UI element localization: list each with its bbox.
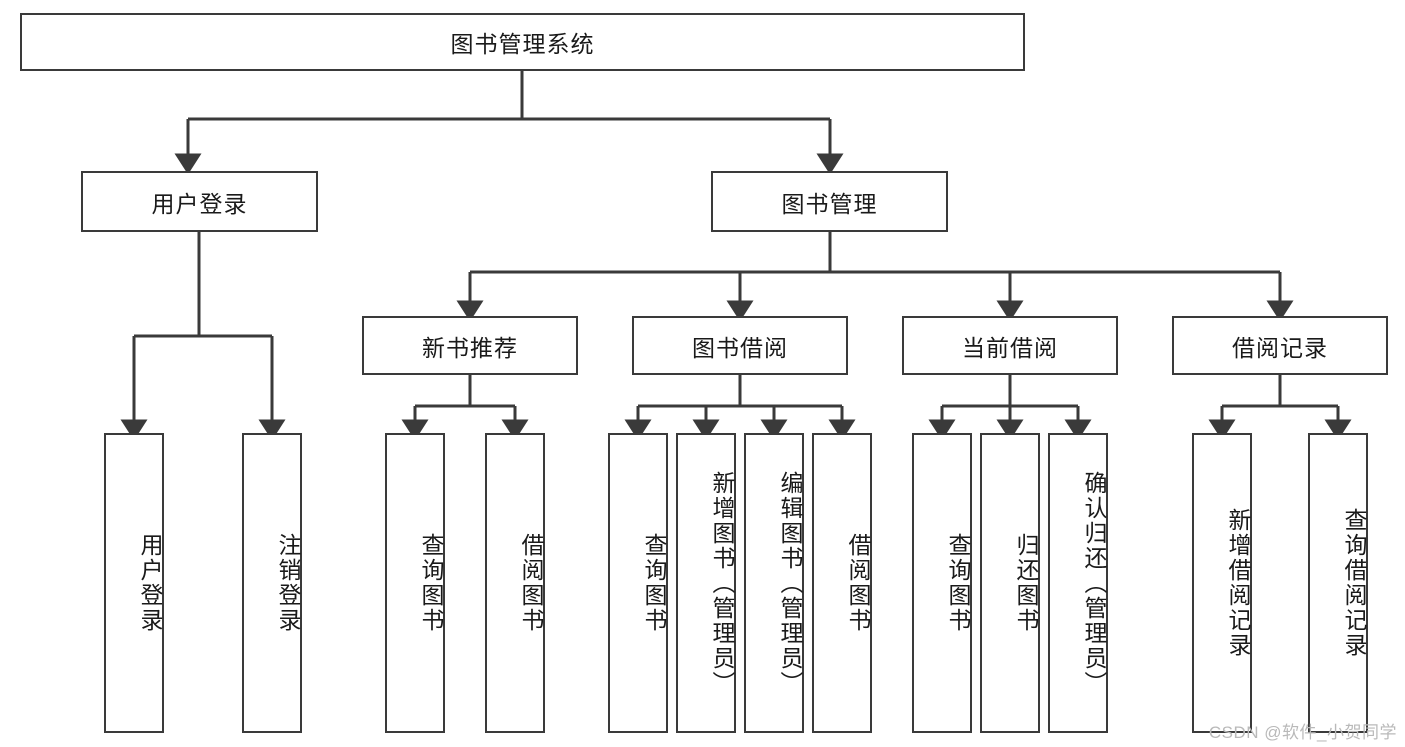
- node-label: 借阅图书: [518, 533, 544, 633]
- node-label: 图书管理系统: [450, 31, 595, 57]
- node-label: 借阅记录: [1232, 334, 1328, 361]
- node-new-book-recommend[interactable]: 新书推荐: [362, 316, 578, 375]
- leaf-add-borrow-record[interactable]: 新增借阅记录: [1192, 433, 1252, 733]
- node-label: 图书借阅: [692, 334, 788, 361]
- leaf-return-book[interactable]: 归还图书: [980, 433, 1040, 733]
- node-book-management[interactable]: 图书管理: [711, 171, 948, 232]
- node-label: 新增借阅记录: [1225, 508, 1251, 658]
- leaf-logout[interactable]: 注销登录: [242, 433, 302, 733]
- node-label: 用户登录: [137, 533, 163, 633]
- leaf-confirm-return-admin[interactable]: 确认归还（管理员）: [1048, 433, 1108, 733]
- leaf-add-book-admin[interactable]: 新增图书（管理员）: [676, 433, 736, 733]
- node-label: 借阅图书: [845, 533, 871, 633]
- node-label: 查询图书: [641, 533, 667, 633]
- leaf-borrow-book-recommend[interactable]: 借阅图书: [485, 433, 545, 733]
- node-label: 注销登录: [275, 533, 301, 633]
- leaf-borrow-book[interactable]: 借阅图书: [812, 433, 872, 733]
- node-current-borrow[interactable]: 当前借阅: [902, 316, 1118, 375]
- node-label: 查询图书: [945, 533, 971, 633]
- leaf-edit-book-admin[interactable]: 编辑图书（管理员）: [744, 433, 804, 733]
- leaf-query-book-current[interactable]: 查询图书: [912, 433, 972, 733]
- csdn-watermark: CSDN @软件_小贺同学: [1208, 723, 1397, 742]
- node-label: 确认归还（管理员）: [1081, 470, 1107, 696]
- leaf-user-login[interactable]: 用户登录: [104, 433, 164, 733]
- node-root-system[interactable]: 图书管理系统: [20, 13, 1025, 71]
- node-label: 新增图书（管理员）: [709, 470, 735, 696]
- node-label: 图书管理: [781, 190, 878, 217]
- node-label: 用户登录: [151, 190, 248, 217]
- node-borrow-record[interactable]: 借阅记录: [1172, 316, 1388, 375]
- node-label: 编辑图书（管理员）: [777, 470, 803, 696]
- node-book-borrow[interactable]: 图书借阅: [632, 316, 848, 375]
- node-label: 新书推荐: [422, 334, 518, 361]
- leaf-query-book-borrow[interactable]: 查询图书: [608, 433, 668, 733]
- leaf-query-book-recommend[interactable]: 查询图书: [385, 433, 445, 733]
- leaf-query-borrow-record[interactable]: 查询借阅记录: [1308, 433, 1368, 733]
- node-label: 当前借阅: [962, 334, 1058, 361]
- node-label: 归还图书: [1013, 533, 1039, 633]
- node-user-login[interactable]: 用户登录: [81, 171, 318, 232]
- node-label: 查询图书: [418, 533, 444, 633]
- node-label: 查询借阅记录: [1341, 508, 1367, 658]
